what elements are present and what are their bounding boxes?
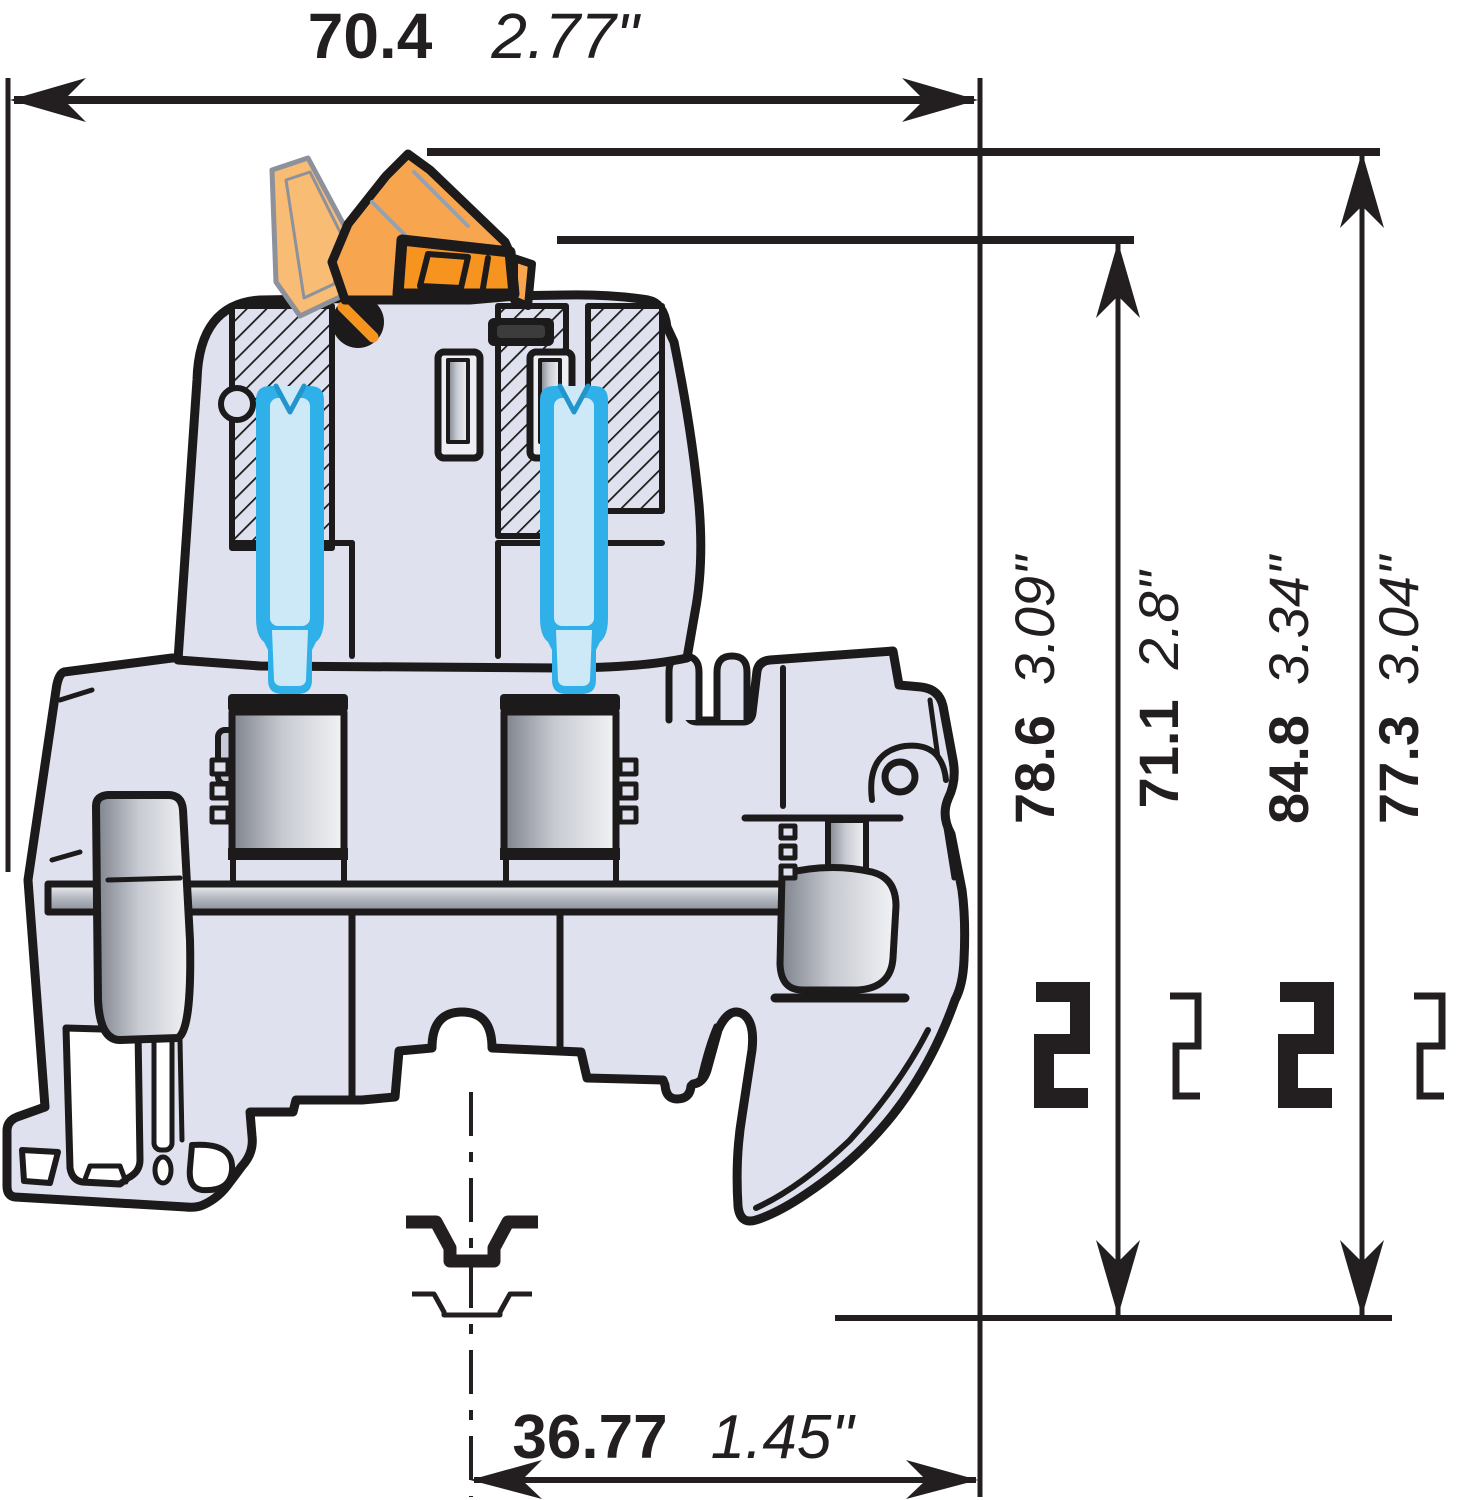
mounting-hole <box>868 742 949 803</box>
wire-clamp-right <box>741 814 910 1003</box>
test-plug-left <box>256 383 324 694</box>
din-rail-deep-icon <box>1278 982 1334 1108</box>
housing-contours <box>49 652 957 1211</box>
din-rail-shallow-icon <box>1170 992 1202 1100</box>
din-rail-shallow-profile-icon <box>412 1291 532 1318</box>
din-rail-profiles-bottom <box>406 1215 538 1318</box>
arrowhead-down-icon <box>1340 1240 1384 1316</box>
arrowhead-left-icon <box>10 78 86 122</box>
din-rail-deep-icon <box>1034 982 1090 1108</box>
arrowhead-right-icon <box>906 1460 978 1499</box>
dim-bottom-width: 36.77 1.45" <box>470 1403 978 1499</box>
dim-height-1-label: 78.63.09" <box>1003 554 1066 824</box>
dome-shelf-lines <box>229 540 665 659</box>
screw-head <box>332 296 384 348</box>
din-rail-shallow-icon <box>1414 992 1446 1100</box>
dim-top-inch: 2.77" <box>490 0 642 72</box>
terminal-block <box>2 149 970 1226</box>
arrowhead-up-icon <box>1340 152 1384 228</box>
fuse-lever <box>269 149 536 319</box>
dim-top-mm: 70.4 <box>308 0 433 72</box>
rail-reference-symbols <box>1034 982 1446 1108</box>
dim-bottom-mm: 36.77 <box>512 1403 667 1472</box>
arrowhead-up-icon <box>1096 242 1140 318</box>
arrowhead-right-icon <box>902 78 978 122</box>
fuse-clamp-left <box>209 694 348 860</box>
dim-top-width: 70.4 2.77" <box>10 0 978 122</box>
arrowhead-left-icon <box>470 1460 542 1499</box>
fuse-clamp-right <box>500 694 639 860</box>
dim-height-2-label: 71.12.8" <box>1127 570 1190 809</box>
din-rail-deep-profile-icon <box>406 1215 538 1268</box>
dim-height-84-77 <box>1340 152 1384 1316</box>
dimension-annotations: 70.4 2.77" 78.63.09" 71.12.8" 84.83.34" … <box>5 0 1446 1499</box>
arrowhead-down-icon <box>1096 1240 1140 1316</box>
dim-bottom-inch: 1.45" <box>711 1403 857 1472</box>
test-plug-right <box>540 383 608 694</box>
dim-height-3-label: 84.83.34" <box>1257 554 1320 824</box>
dim-height-4-label: 77.33.04" <box>1367 554 1430 824</box>
dim-height-78-71 <box>1096 242 1140 1316</box>
wire-clamp-left <box>92 791 195 1044</box>
marking-tag-slot <box>497 325 545 338</box>
dome-hole <box>218 385 256 423</box>
